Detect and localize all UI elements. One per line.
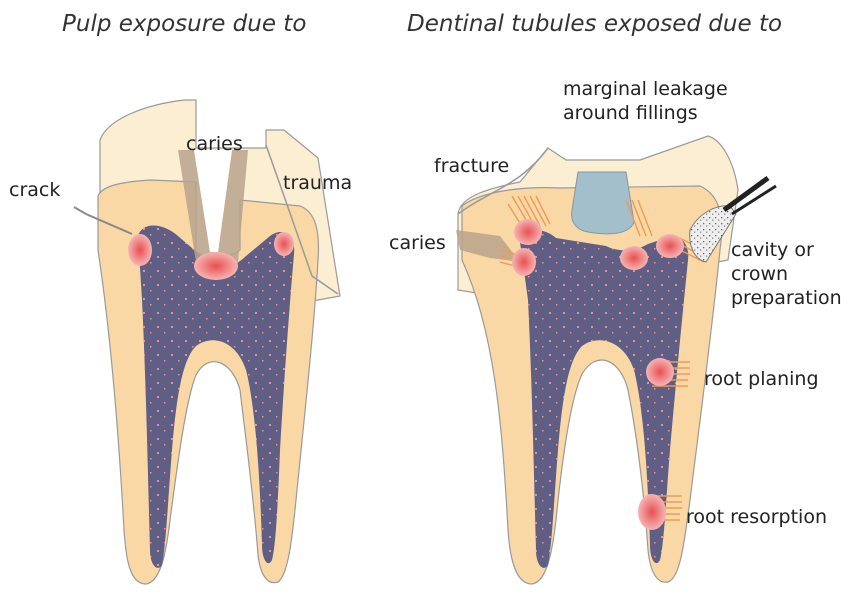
label-fracture: fracture (434, 154, 509, 178)
label-right-caries: caries (389, 231, 446, 255)
left-caries-spot (194, 252, 238, 280)
right-filling (572, 172, 634, 234)
right-root-resorption-spot (638, 494, 666, 530)
right-root-planing-spot (646, 358, 674, 386)
label-marginal-leakage: marginal leakage around fillings (563, 77, 728, 125)
label-trauma: trauma (283, 171, 352, 195)
right-prep-spot (656, 234, 684, 258)
right-caries-spot (512, 248, 536, 276)
right-fracture-spot (514, 219, 542, 245)
label-left-caries: caries (186, 132, 243, 156)
heading-right: Dentinal tubules exposed due to (407, 11, 782, 37)
label-cavity-prep: cavity or crown preparation (731, 238, 842, 310)
label-root-resorption: root resorption (686, 505, 827, 529)
heading-left: Pulp exposure due to (62, 11, 306, 37)
label-crack: crack (9, 178, 60, 202)
left-trauma-spot (274, 232, 294, 256)
right-filling-spot (620, 246, 648, 270)
left-crack-spot (128, 234, 152, 266)
label-root-planing: root planing (704, 367, 819, 391)
